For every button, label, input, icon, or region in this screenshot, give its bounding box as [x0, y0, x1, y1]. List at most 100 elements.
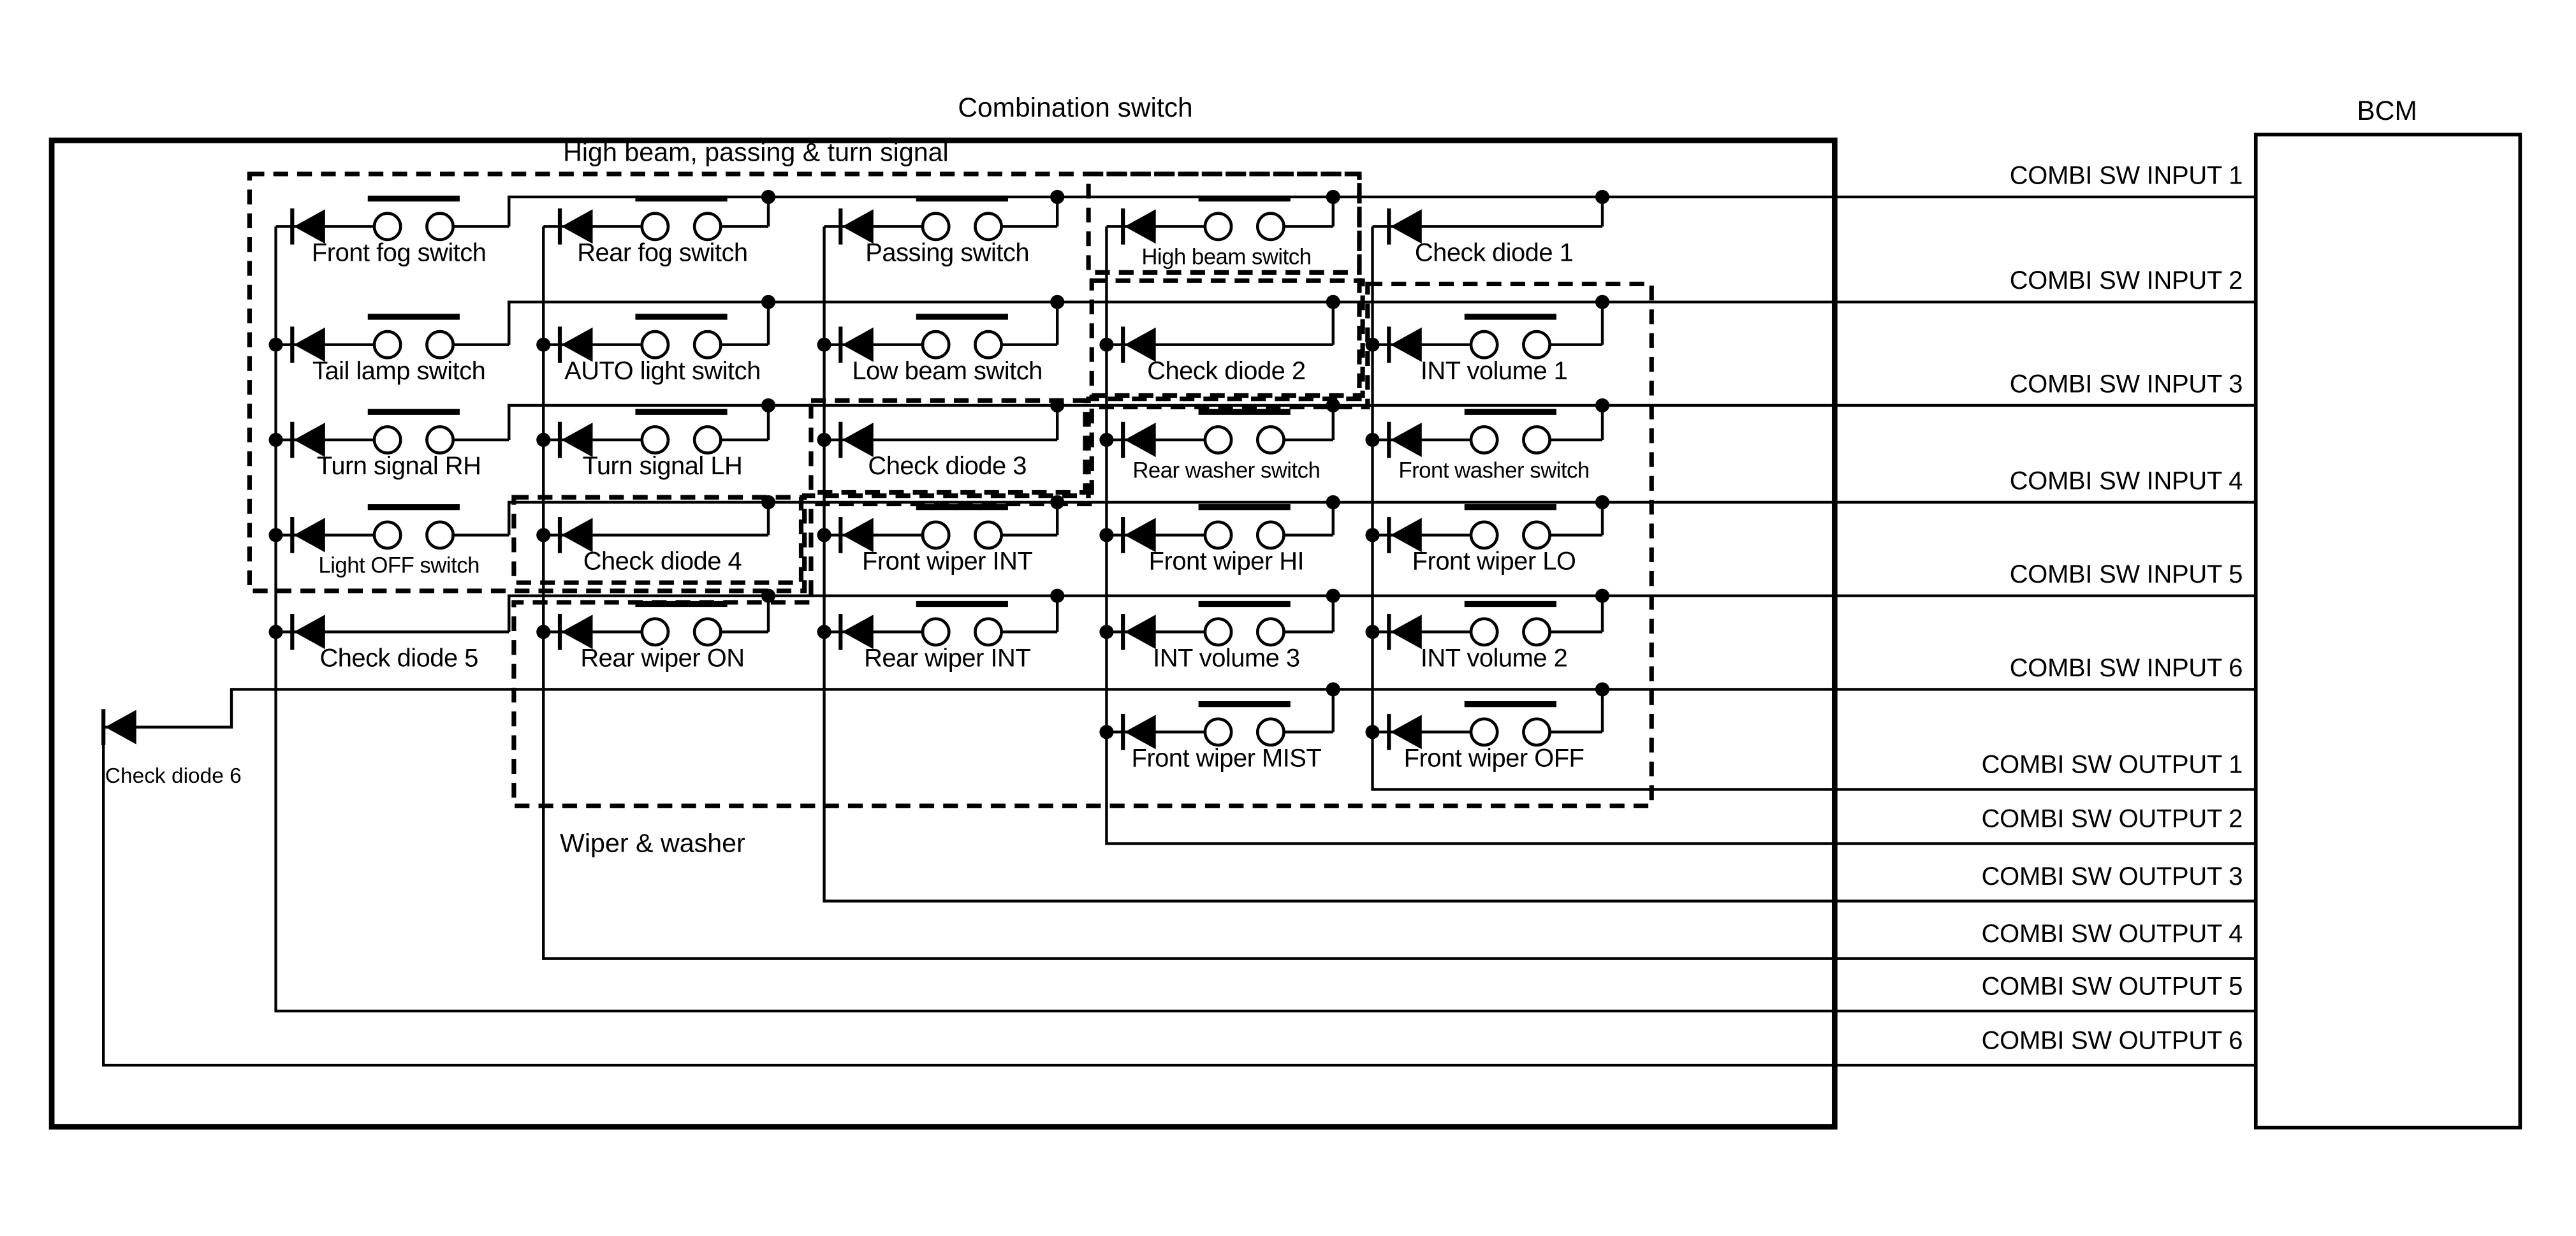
check-diode-label: Check diode 1: [1414, 239, 1574, 268]
switch-label: INT volume 2: [1420, 644, 1568, 673]
contact-icon: [425, 330, 455, 360]
junction-dot: [761, 588, 776, 603]
switch-label: Passing switch: [865, 239, 1030, 268]
bus-output-line: [542, 226, 2256, 960]
diode-icon: [842, 518, 874, 553]
junction-dot: [1326, 294, 1340, 309]
combi-sw-output-label: COMBI SW OUTPUT 4: [1981, 920, 2243, 949]
diode-icon: [842, 209, 874, 244]
check-diode-label: Check diode 5: [319, 644, 478, 673]
junction-dot: [1326, 189, 1340, 205]
junction-dot: [761, 189, 776, 205]
junction-dot: [1050, 495, 1065, 509]
switch-label: Front wiper INT: [862, 548, 1033, 576]
switch-label: INT volume 3: [1153, 644, 1300, 673]
combi-sw-output-label: COMBI SW OUTPUT 5: [1981, 973, 2243, 1001]
combination-switch-title: Combination switch: [958, 93, 1193, 124]
switch-label: Rear washer switch: [1132, 458, 1321, 483]
bus-output-line: [1371, 226, 2256, 791]
diode-icon: [293, 518, 325, 553]
diode-icon: [1124, 715, 1156, 750]
switch-label: Front wiper MIST: [1131, 745, 1322, 773]
bcm-box: [2253, 133, 2522, 1130]
bus-output-line: [274, 226, 2256, 1013]
diode-icon: [842, 423, 874, 458]
diode-icon: [1124, 423, 1156, 458]
switch-label: Front wiper OFF: [1403, 745, 1584, 773]
diode-icon: [561, 327, 593, 362]
check-diode-label: Check diode 2: [1147, 358, 1306, 386]
wiper-washer-group-label: Wiper & washer: [560, 830, 745, 859]
diode-icon: [293, 327, 325, 362]
junction-dot: [1326, 495, 1340, 509]
contact-icon: [692, 212, 722, 242]
diode-icon: [1390, 327, 1422, 362]
junction-dot: [1050, 588, 1065, 603]
diode-icon: [1124, 327, 1156, 362]
junction-dot: [1365, 528, 1380, 542]
junction-dot: [1365, 432, 1380, 447]
diode-icon: [1124, 518, 1156, 553]
junction-dot: [1050, 189, 1065, 205]
switch-label: Front fog switch: [311, 239, 487, 268]
check-diode-label: Check diode 3: [868, 453, 1027, 481]
combi-sw-input-label: COMBI SW INPUT 6: [2009, 655, 2243, 683]
diode-icon: [561, 209, 593, 244]
bus-output-line: [823, 226, 2256, 903]
check-diode-6-wire: [102, 688, 2256, 1067]
check-diode-3-outline: [809, 398, 1088, 495]
combi-sw-output-label: COMBI SW OUTPUT 6: [1981, 1027, 2243, 1056]
diode-icon: [561, 518, 593, 553]
switch-label: Front washer switch: [1398, 458, 1590, 483]
switch-label: Tail lamp switch: [312, 358, 486, 386]
diode-icon: [293, 614, 325, 650]
combi-sw-input-label: COMBI SW INPUT 2: [2009, 267, 2243, 296]
switch-label: Rear wiper ON: [580, 644, 745, 673]
switch-label: Rear wiper INT: [864, 644, 1031, 673]
combination-switch-box: [48, 137, 1838, 1130]
diode-icon: [1124, 209, 1156, 244]
high-beam-group-label: High beam, passing & turn signal: [563, 139, 949, 168]
check-diode-2-outline: [1089, 278, 1365, 398]
switch-label: High beam switch: [1141, 244, 1312, 270]
junction-dot: [1595, 398, 1610, 413]
junction-dot: [1326, 588, 1340, 603]
junction-dot: [761, 294, 776, 309]
junction-dot: [1050, 294, 1065, 309]
diode-icon: [1390, 614, 1422, 650]
check-diode-6-label: Check diode 6: [105, 763, 242, 788]
junction-dot: [1326, 682, 1340, 697]
junction-dot: [1595, 588, 1610, 603]
switch-label: Front wiper HI: [1148, 548, 1305, 576]
contact-icon: [425, 212, 455, 242]
diode-icon: [842, 614, 874, 650]
diode-icon: [105, 709, 136, 745]
combi-sw-output-label: COMBI SW OUTPUT 1: [1981, 752, 2243, 780]
high-beam-switch-outline: [1086, 171, 1362, 275]
check-diode-label: Check diode 4: [583, 548, 742, 576]
junction-dot: [1365, 725, 1380, 739]
combi-sw-input-label: COMBI SW INPUT 4: [2009, 467, 2243, 496]
junction-dot: [1595, 682, 1610, 697]
combi-sw-input-label: COMBI SW INPUT 1: [2009, 162, 2243, 191]
switch-label: AUTO light switch: [564, 358, 761, 386]
junction-dot: [1595, 495, 1610, 509]
switch-label: Low beam switch: [852, 358, 1043, 386]
junction-dot: [1365, 337, 1380, 352]
junction-dot: [1595, 189, 1610, 205]
combi-sw-input-label: COMBI SW INPUT 5: [2009, 561, 2243, 590]
diode-icon: [1124, 614, 1156, 650]
switch-label: INT volume 1: [1420, 358, 1568, 386]
combi-sw-output-label: COMBI SW OUTPUT 3: [1981, 863, 2243, 892]
diode-icon: [293, 423, 325, 458]
diode-icon: [1390, 209, 1422, 244]
bcm-title: BCM: [2357, 96, 2417, 127]
contact-icon: [692, 330, 722, 360]
bus-output-line: [1105, 226, 2256, 845]
junction-dot: [761, 398, 776, 413]
contact-icon: [425, 520, 455, 550]
